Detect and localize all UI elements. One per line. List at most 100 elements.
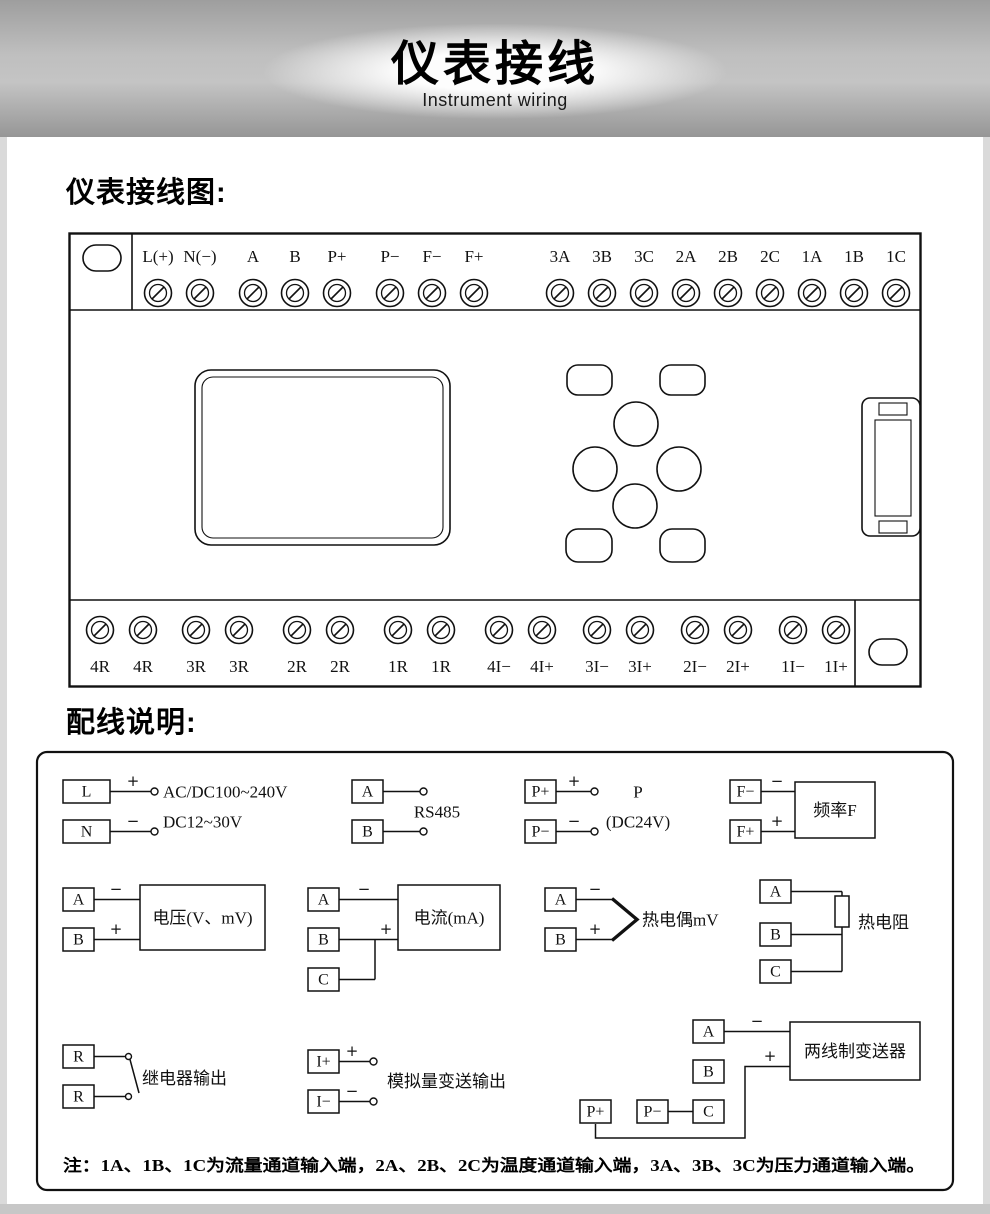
terminal-label: 1I+ <box>824 657 848 676</box>
page-edge-bottom <box>0 1204 990 1214</box>
device-box-label: 两线制变送器 <box>804 1042 906 1061</box>
device-box <box>794 781 876 839</box>
mount-hole-top-left <box>82 244 122 272</box>
terminal-screw <box>545 278 575 308</box>
terminal-label: 4I− <box>487 657 511 676</box>
terminal-screw <box>713 278 743 308</box>
wiring-notes-heading: 配线说明: <box>66 707 197 739</box>
wire-terminal-node <box>590 827 599 836</box>
terminal-screw <box>128 615 158 645</box>
switch-blade-icon <box>129 1059 140 1094</box>
description-label: P <box>633 783 642 802</box>
terminal-screw <box>375 278 405 308</box>
terminal-box-label: B <box>362 824 373 841</box>
terminal-box-label: C <box>770 964 781 981</box>
polarity-sign: + <box>568 772 581 790</box>
nav-button-right <box>656 446 702 492</box>
terminal-screw <box>755 278 785 308</box>
function-button-top-right <box>659 364 706 396</box>
terminal-label: F− <box>422 247 441 266</box>
terminal-screw <box>484 615 514 645</box>
terminal-box-label: F− <box>737 784 755 801</box>
switch-contact-node <box>124 1052 133 1061</box>
terminal-label: F+ <box>464 247 483 266</box>
terminal-box-label: R <box>73 1049 84 1066</box>
wire-terminal-node <box>369 1057 378 1066</box>
terminal-screw <box>582 615 612 645</box>
terminal-label: 1I− <box>781 657 805 676</box>
terminal-screw <box>881 278 911 308</box>
polarity-sign: − <box>127 812 140 830</box>
device-box <box>139 884 266 951</box>
terminal-label: 4R <box>133 657 154 676</box>
device-box-label: 频率F <box>813 801 856 820</box>
terminal-screw <box>797 278 827 308</box>
terminal-screw <box>282 615 312 645</box>
terminal-box-label: N <box>81 824 93 841</box>
terminal-label: N(−) <box>183 247 216 266</box>
terminal-label: 2A <box>676 247 698 266</box>
terminal-screw <box>238 278 268 308</box>
panel-aux-power: P+ P− + − P (DC24V) <box>524 772 670 844</box>
terminal-box-label: B <box>770 927 781 944</box>
device-box-label: 电流(mA) <box>414 909 485 928</box>
terminal-label: B <box>289 247 300 266</box>
terminal-screw <box>459 278 489 308</box>
terminal-box-label: A <box>73 892 85 909</box>
polarity-sign: − <box>110 880 123 898</box>
panel-rtd: A B C 热电阻 <box>759 879 909 984</box>
nav-button-left <box>572 446 618 492</box>
terminal-screw <box>629 278 659 308</box>
terminal-screw <box>527 615 557 645</box>
terminal-label: 3A <box>550 247 572 266</box>
thermocouple-junction-icon <box>610 897 640 942</box>
terminal-box-label: A <box>362 784 374 801</box>
side-connector <box>861 397 921 537</box>
wire-terminal-node <box>419 787 428 796</box>
terminal-screw <box>85 615 115 645</box>
panel-thermocouple: A B − + 热电偶mV <box>544 880 719 952</box>
terminal-screw <box>778 615 808 645</box>
channel-note: 注：1A、1B、1C为流量通道输入端，2A、2B、2C为温度通道输入端，3A、3… <box>63 1155 925 1175</box>
terminal-label: 3I− <box>585 657 609 676</box>
description-label: 模拟量变送输出 <box>387 1072 506 1091</box>
terminal-label: P− <box>380 247 399 266</box>
terminal-label: 3R <box>186 657 207 676</box>
terminal-label: A <box>247 247 260 266</box>
wiring-description-panel: L N + − AC/DC100~240V DC12~30V A B RS485 <box>35 750 955 1192</box>
wire-terminal-node <box>590 787 599 796</box>
terminal-screw <box>322 278 352 308</box>
connector-tab-bottom <box>878 520 908 534</box>
terminal-screw <box>417 278 447 308</box>
function-button-bottom-right <box>659 528 706 563</box>
terminal-box-label: B <box>703 1064 714 1081</box>
terminal-label: 4I+ <box>530 657 554 676</box>
polarity-sign: + <box>771 812 784 830</box>
terminal-screw <box>839 278 869 308</box>
terminal-screw <box>325 615 355 645</box>
terminal-label: 2B <box>718 247 738 266</box>
wiring-diagram-heading: 仪表接线图: <box>66 177 227 209</box>
wire-terminal-node <box>369 1097 378 1106</box>
description-label: AC/DC100~240V <box>163 783 288 802</box>
terminal-box <box>579 1099 612 1124</box>
polarity-sign: + <box>764 1047 777 1065</box>
panel-analog-output: I+ I− + − 模拟量变送输出 <box>307 1042 506 1114</box>
function-button-top-left <box>566 364 613 396</box>
terminal-label: 2C <box>760 247 780 266</box>
terminal-box-label: P+ <box>532 784 550 801</box>
polarity-sign: − <box>751 1012 764 1030</box>
mount-hole-bottom-right <box>868 638 908 666</box>
front-panel-buttons <box>565 364 706 563</box>
panel-frequency: F− F+ − + 频率F <box>729 772 876 844</box>
description-label: DC12~30V <box>163 813 243 832</box>
terminal-box-label: C <box>703 1104 714 1121</box>
panel-current: A B C − + 电流(mA) <box>307 880 501 992</box>
wire <box>594 1065 790 1139</box>
description-label: RS485 <box>414 803 460 822</box>
terminal-box-label: A <box>703 1024 715 1041</box>
page-title: 仪表接线 <box>390 38 599 91</box>
terminal-label: 2I+ <box>726 657 750 676</box>
